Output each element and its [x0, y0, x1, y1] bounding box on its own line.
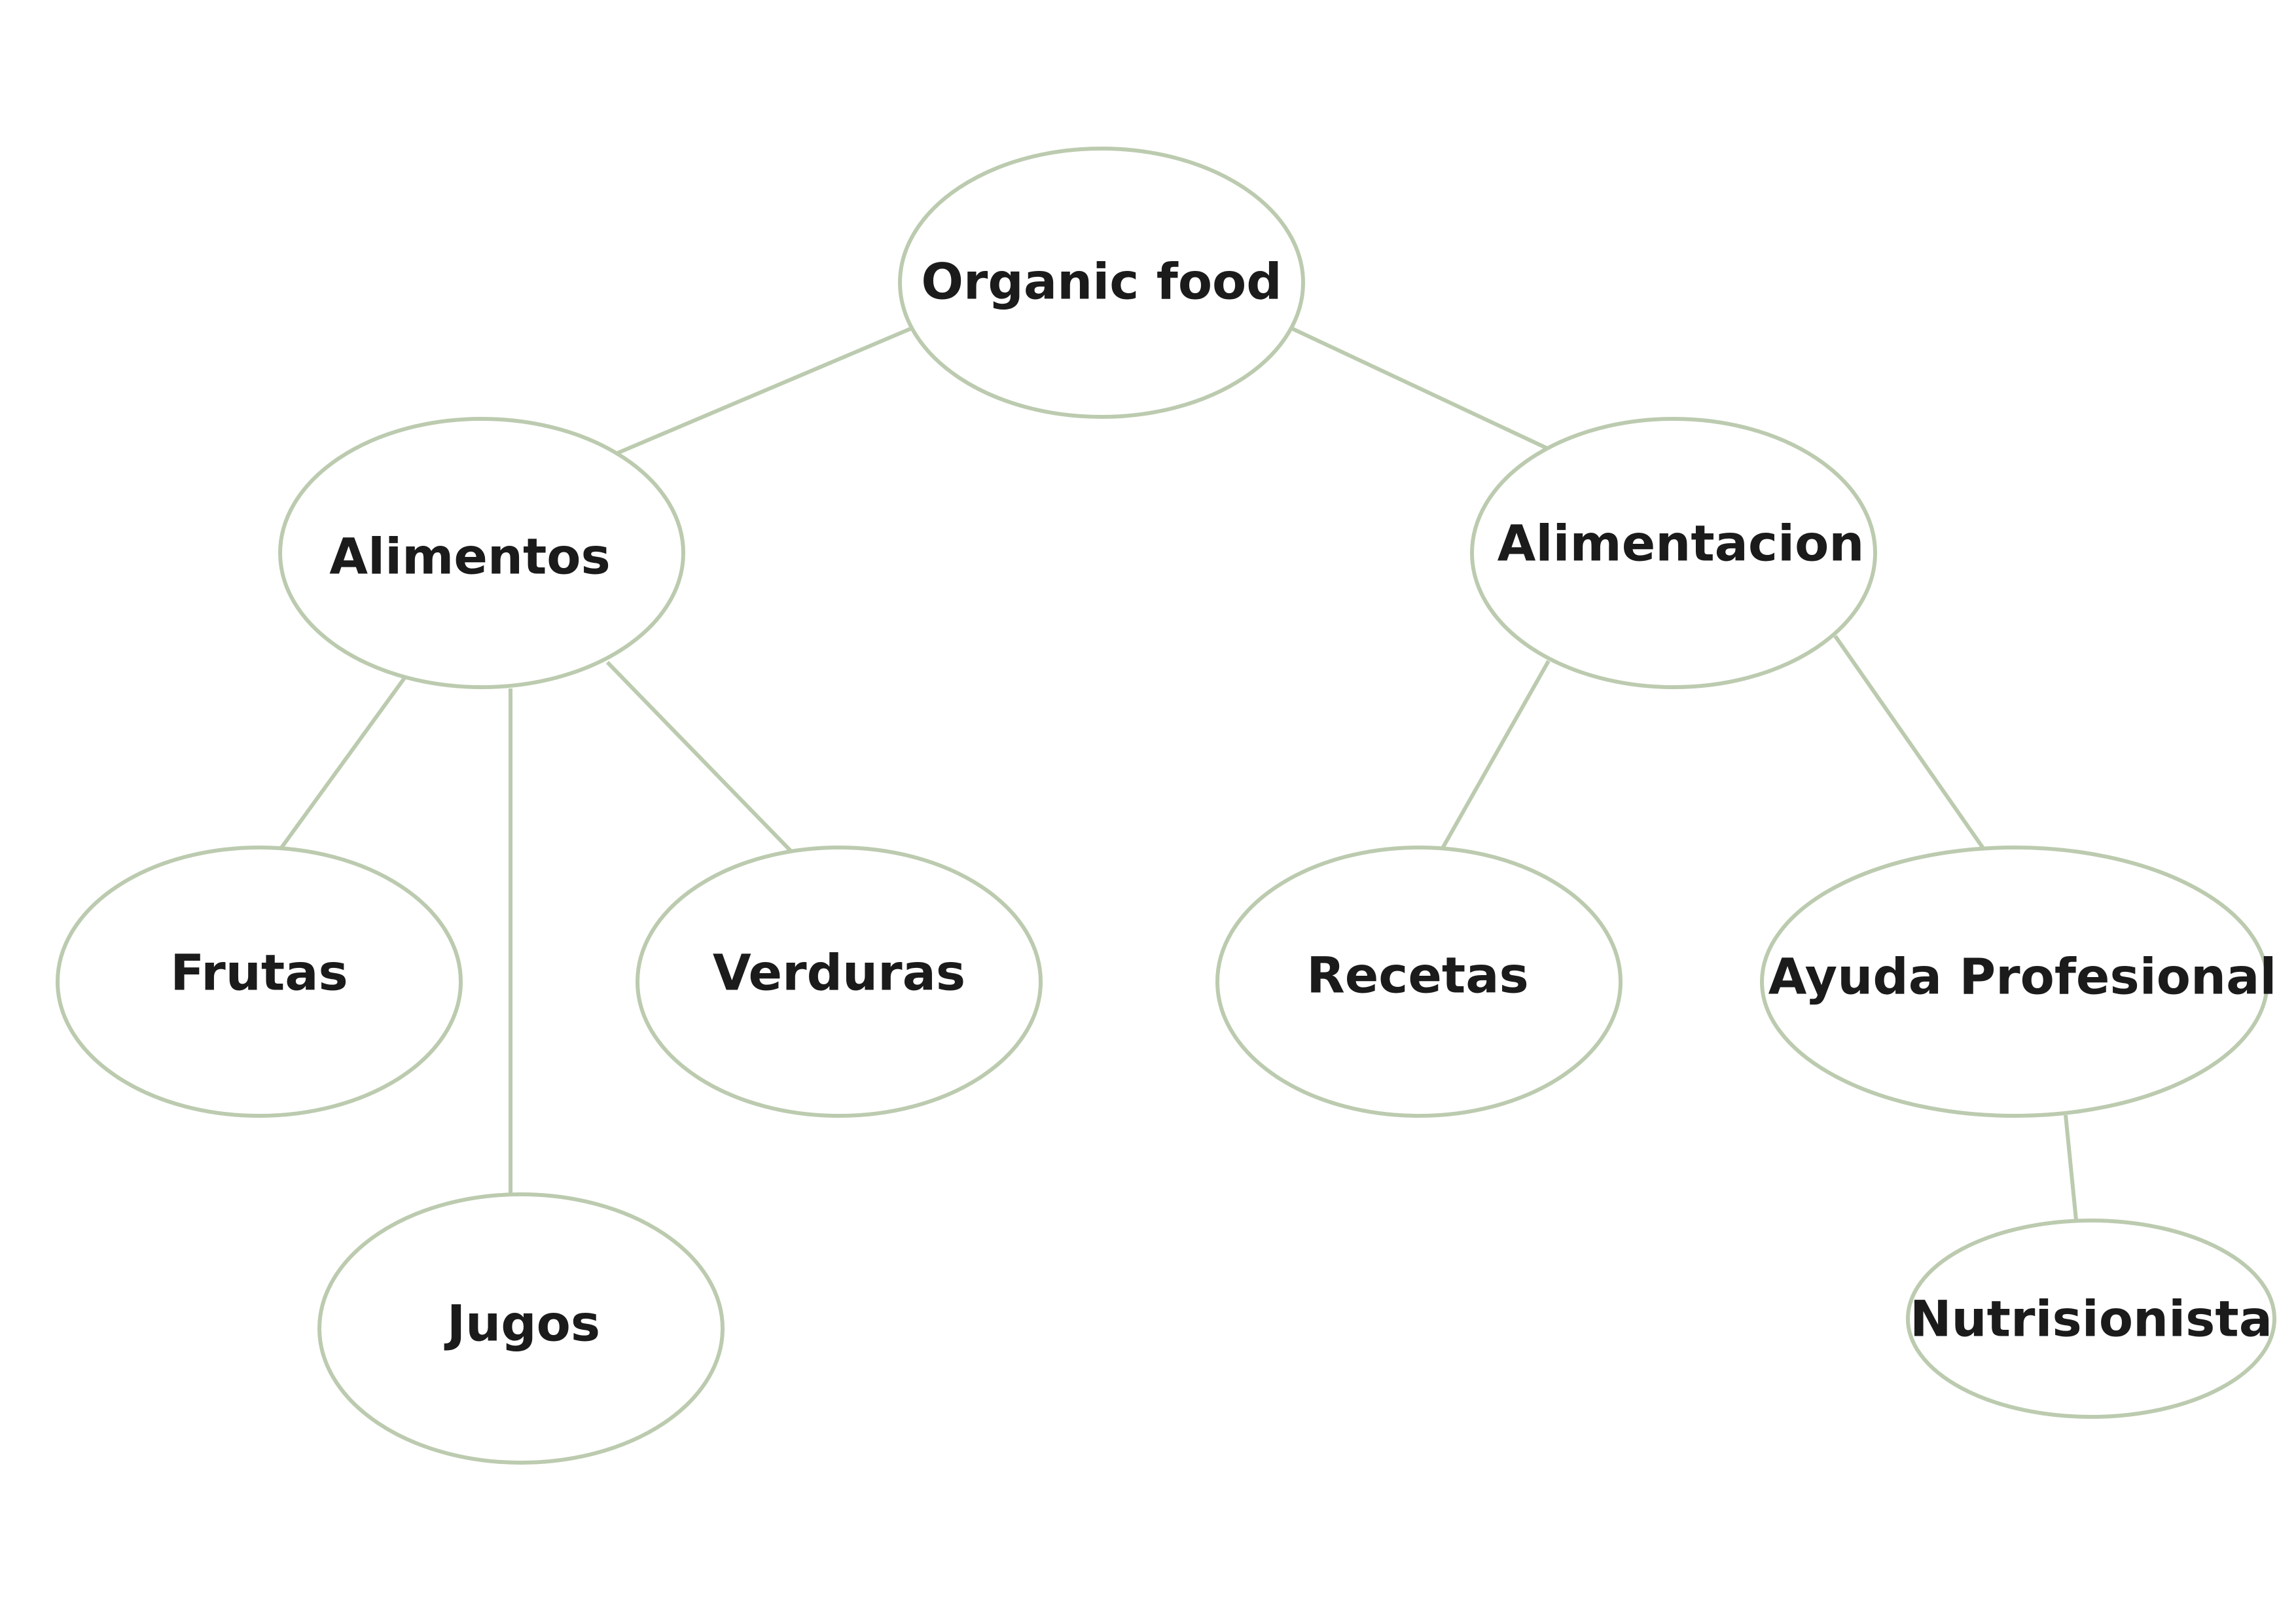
- node-verduras: Verduras: [636, 846, 1043, 1118]
- node-label: Jugos: [444, 1294, 600, 1353]
- node-alimentacion: Alimentacion: [1470, 417, 1877, 689]
- node-jugos: Jugos: [317, 1192, 725, 1465]
- node-shape: [1760, 846, 2269, 1118]
- node-recetas: Recetas: [1215, 846, 1623, 1118]
- node-label: Alimentacion: [1498, 514, 1865, 573]
- node-frutas: Frutas: [56, 846, 463, 1118]
- node-label: Nutrisionista: [1910, 1290, 2272, 1348]
- node-shape: [1906, 1219, 2276, 1419]
- node-nutrisionista: Nutrisionista: [1906, 1219, 2276, 1419]
- node-shape: [1215, 846, 1623, 1118]
- node-organic-food: Organic food: [898, 147, 1305, 419]
- node-shape: [317, 1192, 725, 1465]
- edge-alimentos-verduras: [605, 660, 793, 853]
- node-shape: [898, 147, 1305, 419]
- node-shape: [56, 846, 463, 1118]
- node-shape: [1470, 417, 1877, 689]
- edge-alimentacion-ayuda: [1833, 635, 1985, 849]
- edge-ayuda-nutri: [2064, 1115, 2078, 1221]
- node-ayuda-profesional: Ayuda Profesional: [1760, 846, 2277, 1118]
- edge-alimentos-frutas: [278, 677, 406, 851]
- node-label: Alimentos: [329, 527, 611, 586]
- node-label: Verduras: [713, 944, 965, 1002]
- node-shape: [278, 417, 685, 689]
- edge-root-alimentos: [617, 327, 912, 455]
- edge-alimentacion-recetas: [1441, 660, 1551, 849]
- node-label: Recetas: [1306, 946, 1529, 1005]
- node-shape: [636, 846, 1043, 1118]
- connectors: [278, 327, 2078, 1221]
- node-alimentos: Alimentos: [278, 417, 685, 689]
- node-label: Ayuda Profesional: [1768, 948, 2277, 1006]
- node-label: Frutas: [170, 944, 348, 1002]
- edge-root-alimentacion: [1291, 327, 1550, 451]
- node-label: Organic food: [921, 253, 1282, 311]
